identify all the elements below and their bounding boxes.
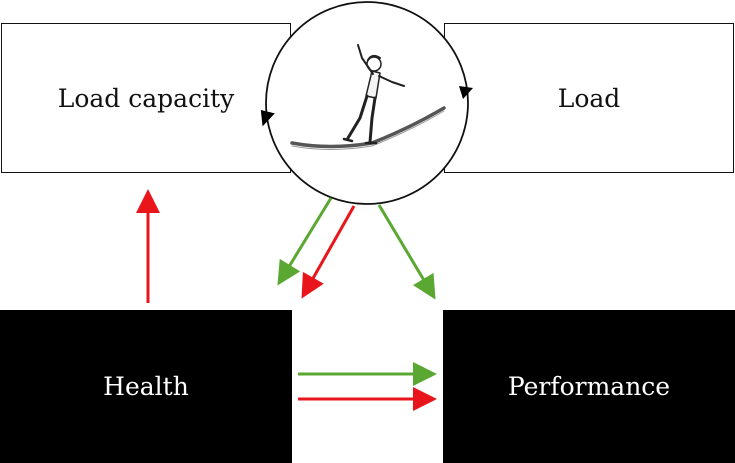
circle-to-health-red-arrow bbox=[301, 205, 356, 299]
cycle-arrow-right-icon bbox=[459, 86, 473, 99]
health-box: Health bbox=[0, 310, 292, 463]
performance-box: Performance bbox=[443, 310, 735, 463]
load-box: Load bbox=[444, 23, 734, 173]
circle-to-health-green-arrow bbox=[277, 197, 333, 286]
cycle-arrow-left-icon bbox=[260, 109, 275, 127]
circle-to-performance-arrow bbox=[377, 204, 436, 300]
balance-circle bbox=[265, 1, 469, 205]
load-capacity-label: Load capacity bbox=[57, 83, 235, 113]
tightrope-walker-icon bbox=[290, 44, 446, 150]
load-capacity-box: Load capacity bbox=[1, 23, 291, 173]
health-label: Health bbox=[103, 372, 189, 401]
load-label: Load bbox=[557, 83, 621, 113]
performance-label: Performance bbox=[507, 372, 671, 401]
